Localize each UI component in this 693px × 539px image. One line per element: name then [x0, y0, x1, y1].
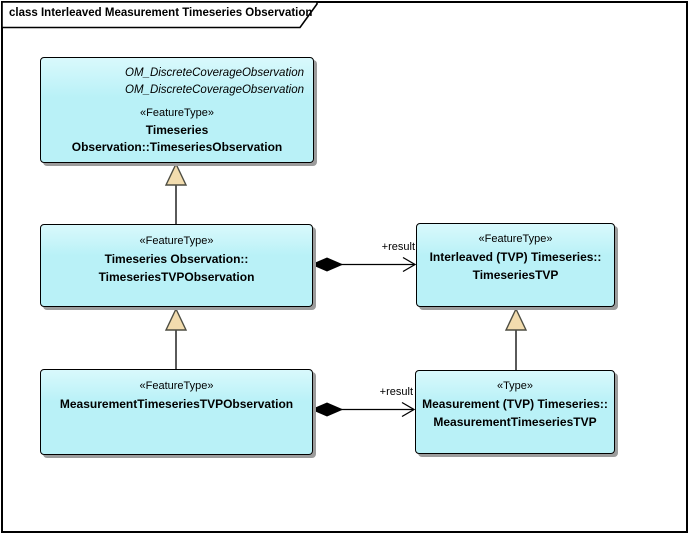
result-role-label: +result — [379, 386, 413, 398]
class-box-timeseries-tvp[interactable]: «FeatureType» Interleaved (TVP) Timeseri… — [416, 223, 615, 307]
inherited-class-label: OM_DiscreteCoverageObservation — [125, 84, 304, 96]
stereotype-label: «FeatureType» — [478, 233, 553, 245]
class-name: Interleaved (TVP) Timeseries:: — [429, 250, 602, 264]
generalization-arrow-icon — [504, 307, 528, 331]
open-arrowhead-icon — [402, 256, 417, 273]
class-name: Timeseries Observation:: — [104, 252, 249, 266]
stereotype-label: «FeatureType» — [140, 107, 214, 119]
generalization-arrow-icon — [164, 162, 188, 186]
class-name: Timeseries Observation::TimeseriesObserv… — [71, 123, 283, 154]
generalization-arrow-icon — [164, 307, 188, 331]
result-role-label: +result — [381, 241, 415, 253]
class-box-timeseries-tvp-observation[interactable]: «FeatureType» Timeseries Observation:: T… — [40, 224, 313, 307]
class-name: Measurement (TVP) Timeseries:: — [422, 397, 608, 411]
composition-diamond-icon — [310, 257, 344, 272]
stereotype-label: «FeatureType» — [139, 380, 214, 392]
diagram-title: class Interleaved Measurement Timeseries… — [9, 7, 313, 19]
composition-diamond-icon — [310, 402, 344, 417]
class-name: TimeseriesTVPObservation — [98, 270, 255, 284]
diagram-frame-border — [1, 1, 688, 533]
stereotype-label: «FeatureType» — [139, 235, 214, 247]
inherited-class-label: OM_DiscreteCoverageObservation — [125, 67, 304, 79]
class-box-timeseries-observation[interactable]: OM_DiscreteCoverageObservation OM_Discre… — [40, 57, 314, 163]
class-name: MeasurementTimeseriesTVP — [433, 415, 597, 429]
class-name: TimeseriesTVP — [472, 268, 559, 282]
stereotype-label: «Type» — [496, 380, 534, 392]
class-box-measurement-timeseries-tvp[interactable]: «Type» Measurement (TVP) Timeseries:: Me… — [415, 370, 615, 454]
class-box-measurement-timeseries-tvp-observation[interactable]: «FeatureType» MeasurementTimeseriesTVPOb… — [40, 369, 313, 455]
open-arrowhead-icon — [401, 401, 416, 418]
class-name: MeasurementTimeseriesTVPObservation — [59, 397, 294, 411]
frame-title-tab — [1, 1, 318, 29]
